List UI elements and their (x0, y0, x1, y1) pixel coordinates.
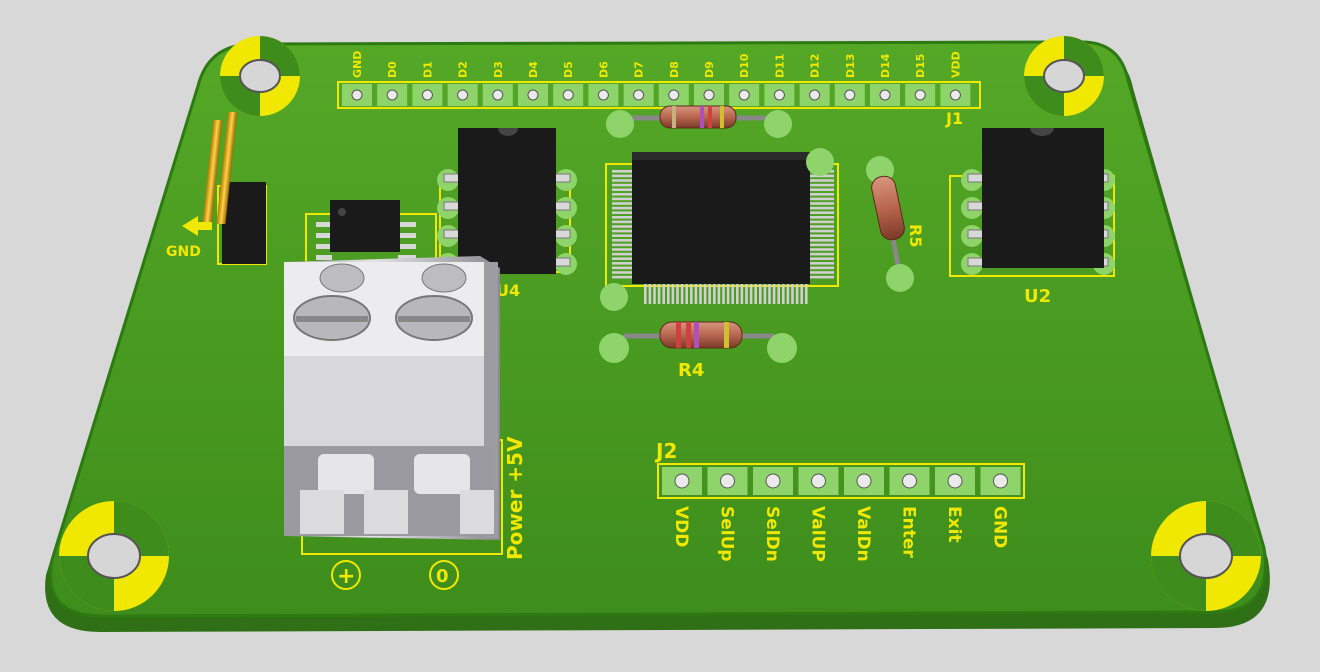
j1-pin-label: D11 (773, 54, 786, 78)
j1-pin-label: D7 (633, 61, 646, 78)
r5-designator: R5 (906, 224, 925, 247)
r4-designator: R4 (678, 360, 704, 381)
j1-pin-label: GND (351, 51, 364, 78)
j1-designator: J1 (945, 109, 963, 128)
j2-pin-label: ValUP (808, 506, 828, 562)
mcu-qfp-chip (600, 148, 839, 311)
j1-pin-label: D9 (703, 61, 716, 78)
j2-designator: J2 (654, 439, 677, 463)
power-zero: 0 (436, 566, 449, 587)
resistor-r5: R5 (866, 156, 925, 292)
j1-pin-label: D6 (597, 61, 610, 78)
mounting-hole-bl (59, 501, 169, 611)
j1-pin-label: D12 (809, 54, 822, 78)
j1-pin-label: D14 (879, 53, 892, 78)
j1-pin-label: D2 (457, 61, 470, 78)
j1-pin-label: D0 (386, 61, 399, 78)
j1-pin-label: VDD (949, 51, 962, 78)
resistor-top (606, 105, 792, 138)
j1-pin-label: D15 (914, 54, 927, 78)
j1-pin-label: D3 (492, 61, 505, 78)
j1-pin-label: D10 (738, 53, 751, 78)
ic-soic (305, 200, 437, 263)
header-j2: J2 VDD SelUp SelDn ValUP ValDn Enter Exit GND (654, 439, 1025, 562)
j1-pin-label: D8 (668, 61, 681, 78)
j1-pin-label: D4 (527, 61, 540, 78)
j2-pin-label: Exit (944, 506, 964, 543)
mounting-hole-tr (1024, 36, 1104, 116)
power-terminal-block: Power +5V + 0 (284, 256, 527, 590)
resistor-r4: R4 (599, 321, 797, 381)
power-label: Power +5V (503, 436, 527, 560)
j2-pin-label: SelDn (762, 506, 782, 562)
j2-pin-label: ValDn (853, 506, 873, 562)
power-plus: + (337, 564, 355, 589)
j1-pin-label: D5 (562, 61, 575, 78)
mounting-hole-tl (220, 36, 300, 116)
u4-designator: U4 (496, 281, 520, 300)
jumper-gnd: GND (166, 112, 267, 265)
j2-pin-label: GND (990, 506, 1010, 548)
mounting-hole-br (1151, 501, 1261, 611)
ic-u4-dip: U4 (437, 128, 577, 300)
j2-pin-label: Enter (899, 506, 919, 558)
j2-pin-label: SelUp (717, 506, 737, 562)
u2-designator: U2 (1024, 286, 1051, 307)
j2-pin-label: VDD (671, 506, 691, 547)
j1-pin-label: D1 (421, 61, 434, 78)
header-j1: GND D0 D1 D2 D3 D4 D5 D6 D7 D8 D9 D10 D11 D12 D13 D14 D1… (337, 51, 981, 128)
jumper-label: GND (166, 244, 201, 260)
ic-u2-dip: U2 (949, 128, 1115, 307)
j1-pin-label: D13 (844, 54, 857, 78)
